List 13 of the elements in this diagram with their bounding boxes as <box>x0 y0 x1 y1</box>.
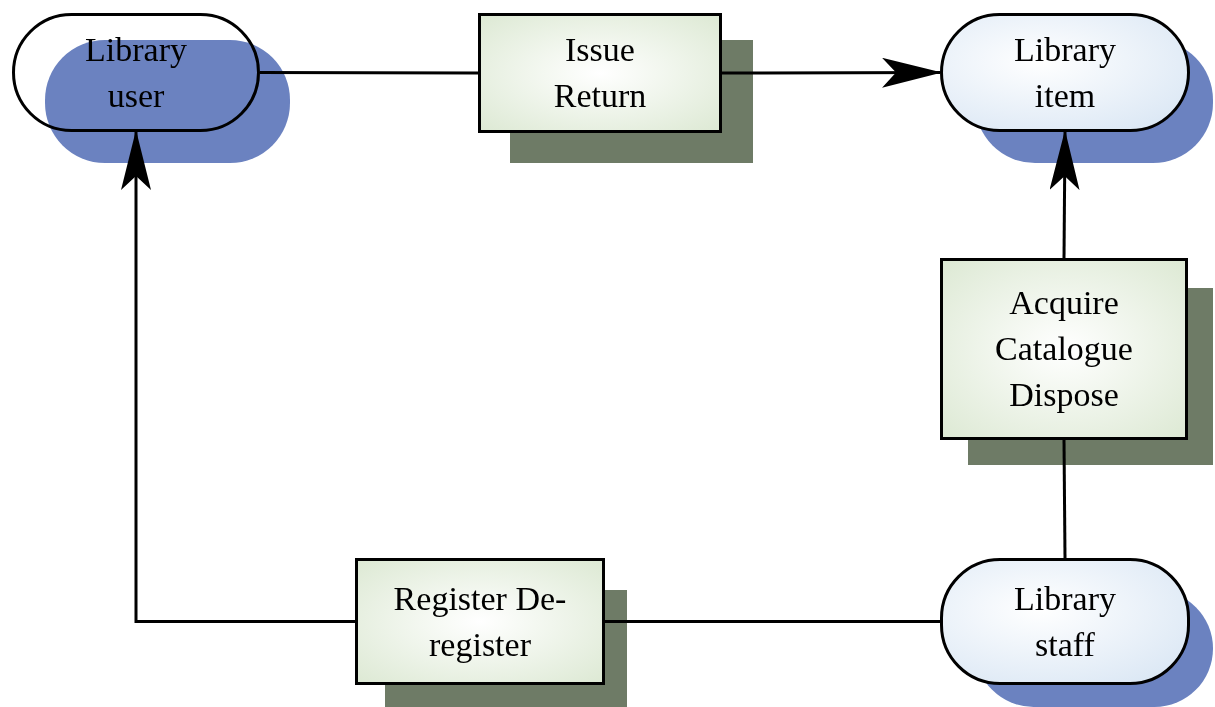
process-box <box>478 13 722 133</box>
connector-arrow <box>1049 130 1080 258</box>
process-box <box>940 258 1188 440</box>
node-label: Library staff <box>1013 578 1117 665</box>
node-label: Library item <box>1013 29 1117 116</box>
process-box <box>355 558 605 685</box>
connector-arrow <box>121 130 355 623</box>
entity-terminal <box>12 13 260 132</box>
node-label: Library user <box>84 29 188 116</box>
connector-arrow <box>722 57 942 88</box>
node-label: Acquire Catalogue Dispose <box>994 283 1134 415</box>
node-label: Register De-register <box>392 578 568 665</box>
node-label: Issue Return <box>552 30 648 116</box>
